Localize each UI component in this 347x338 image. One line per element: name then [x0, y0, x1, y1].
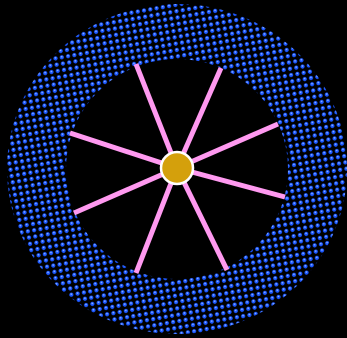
hub	[161, 152, 193, 184]
